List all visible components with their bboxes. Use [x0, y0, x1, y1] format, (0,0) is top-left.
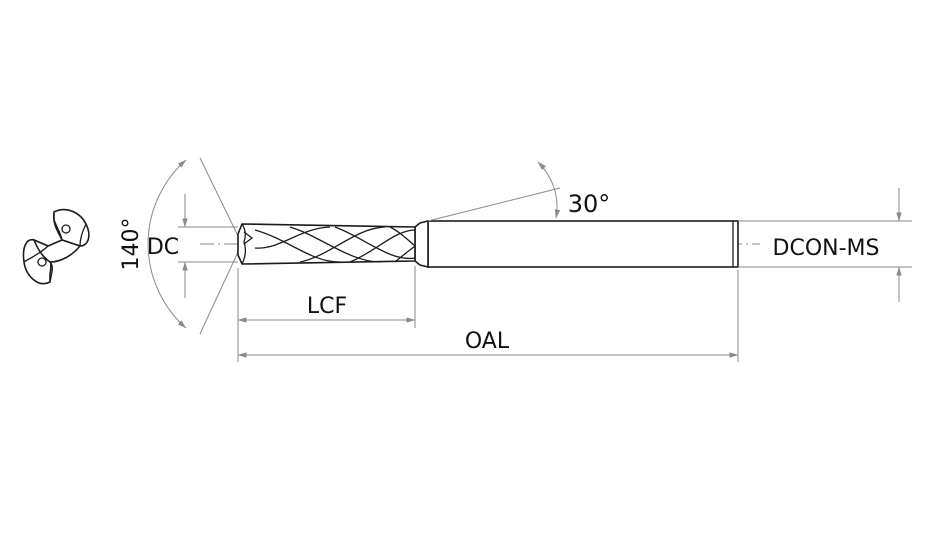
helix-angle-dimension: [427, 161, 561, 222]
dc-dimension: [178, 194, 238, 298]
helix-angle-label: 30°: [568, 190, 611, 218]
drill-end-view-icon: [22, 208, 90, 285]
drill-shank: [427, 220, 739, 268]
oal-label: OAL: [465, 329, 510, 354]
dc-label: DC: [147, 235, 179, 260]
lcf-dimension: [237, 266, 416, 362]
point-angle-label: 140°: [119, 218, 144, 271]
point-angle-dimension: [147, 157, 239, 335]
oal-dimension: [237, 270, 739, 362]
dcon-ms-dimension: [738, 188, 912, 302]
drill-body: [237, 219, 739, 269]
dcon-ms-label: DCON-MS: [773, 236, 880, 261]
lcf-label: LCF: [307, 294, 347, 319]
